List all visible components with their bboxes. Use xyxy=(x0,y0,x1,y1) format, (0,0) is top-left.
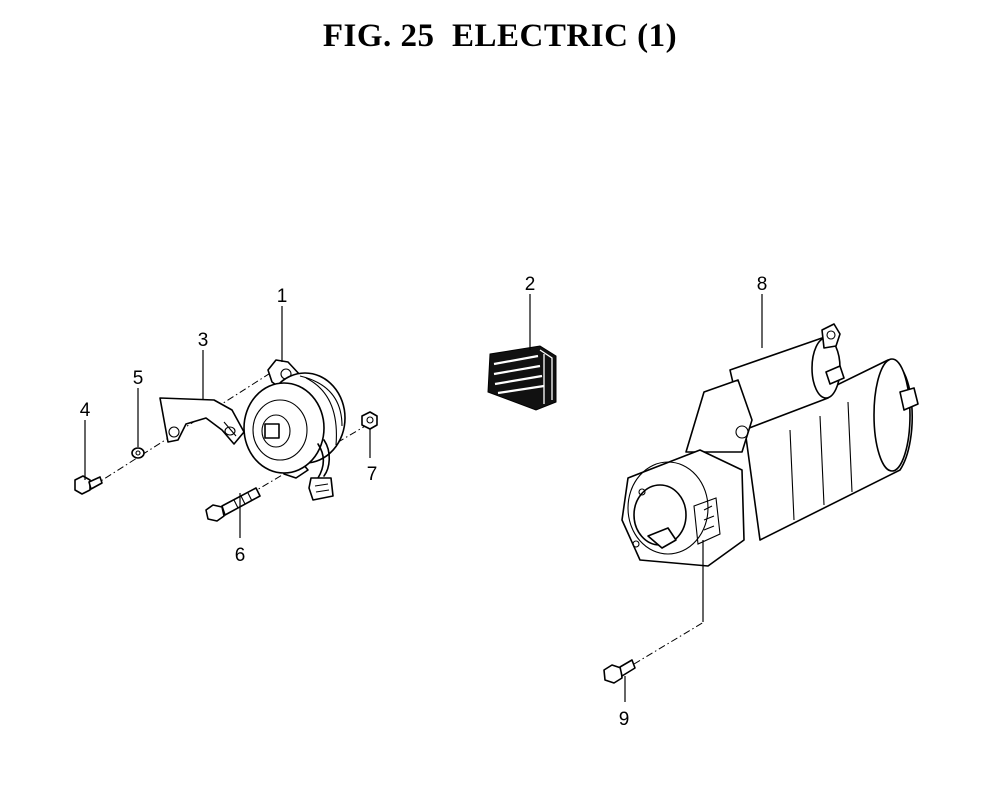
callout-1: 1 xyxy=(277,286,288,307)
alternator-assembly xyxy=(74,359,378,522)
callout-8: 8 xyxy=(757,274,768,295)
callout-3: 3 xyxy=(198,330,209,351)
callout-6: 6 xyxy=(235,545,246,566)
assembly-axis-right xyxy=(633,621,705,665)
bolt-part-4 xyxy=(74,475,103,495)
callout-9: 9 xyxy=(619,709,630,730)
callout-2: 2 xyxy=(525,274,536,295)
callout-5: 5 xyxy=(133,368,144,389)
alternator-part-1 xyxy=(243,359,346,501)
callout-7: 7 xyxy=(367,464,378,485)
bolt-part-9 xyxy=(603,621,705,684)
washer-part-5 xyxy=(131,447,145,459)
regulator-part-2 xyxy=(487,345,557,411)
long-bolt-part-6 xyxy=(205,487,261,522)
starter-motor-part-8 xyxy=(621,323,919,567)
adjusting-bracket-part-3 xyxy=(159,397,245,445)
leader-lines xyxy=(84,294,763,702)
figure-title: FIG. 25 ELECTRIC (1) xyxy=(322,18,678,54)
nut-part-7 xyxy=(361,411,378,430)
callout-4: 4 xyxy=(80,400,91,421)
